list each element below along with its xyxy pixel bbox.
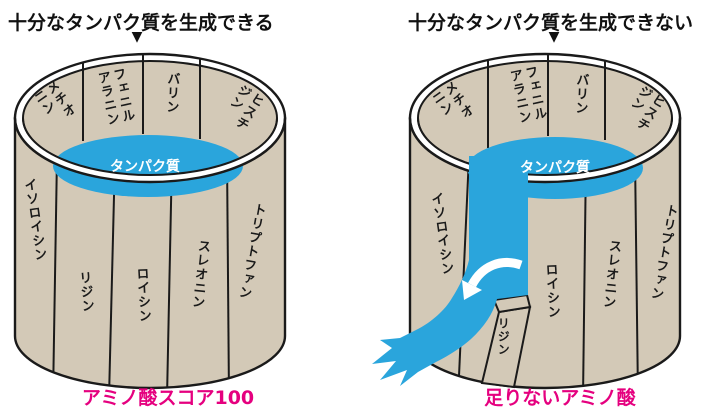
- right-spill-water: [372, 156, 528, 386]
- left-barrel-illustration: [13, 52, 287, 390]
- right-water-label: タンパク質: [520, 160, 590, 176]
- right-short-lysine-stave: [480, 293, 532, 389]
- right-back-stave-dividers: [487, 54, 606, 148]
- right-barrel-illustration: [372, 52, 682, 390]
- left-water-label: タンパク質: [110, 159, 180, 175]
- left-water-surface: [53, 135, 243, 197]
- left-front-stave-dividers: [52, 155, 230, 388]
- left-rim-front-arc: [13, 117, 287, 184]
- left-stave-label-leucine: ロイシン: [133, 266, 152, 324]
- right-panel-title: 十分なタンパク質を生成できない: [408, 12, 694, 34]
- left-down-triangle-marker: ▼: [131, 29, 143, 45]
- left-stave-label-valine: バリン: [163, 71, 180, 115]
- right-down-triangle-marker: ▼: [548, 29, 560, 45]
- left-caption: アミノ酸スコア100: [81, 387, 255, 409]
- right-stave-label-lysine: リジン: [496, 317, 511, 356]
- left-back-stave-dividers: [82, 54, 201, 141]
- right-stave-label-valine: バリン: [572, 72, 589, 116]
- spill-arrow-icon: [462, 258, 523, 300]
- right-stave-label-leucine: ロイシン: [542, 262, 561, 320]
- right-caption: 足りないアミノ酸: [484, 387, 636, 409]
- right-rim-front-arc: [408, 117, 682, 184]
- left-panel-title: 十分なタンパク質を生成できる: [8, 12, 274, 34]
